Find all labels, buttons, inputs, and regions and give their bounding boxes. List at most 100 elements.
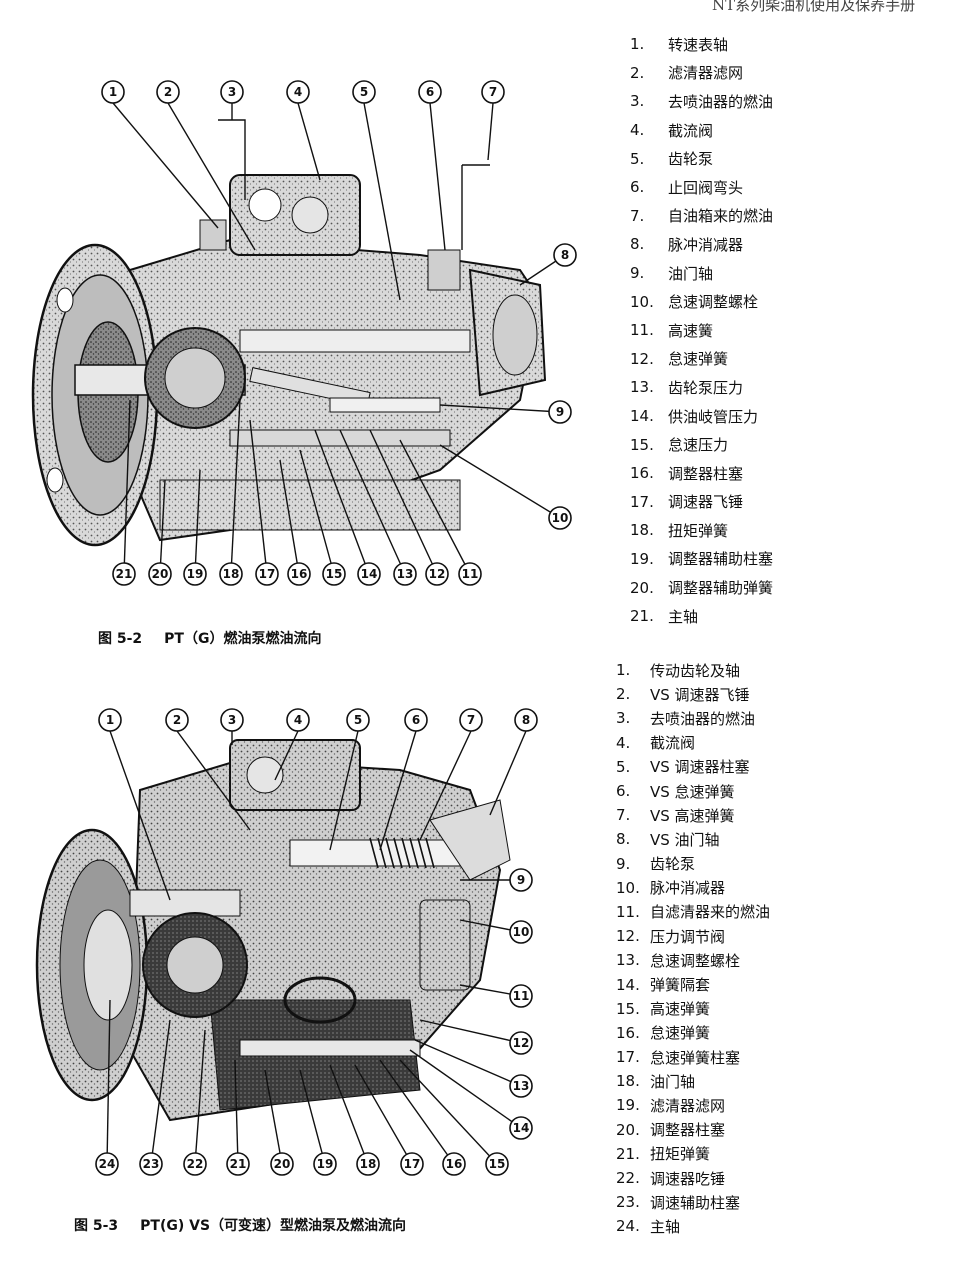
callout-19: 19 (313, 1152, 337, 1176)
svg-text:22: 22 (187, 1157, 204, 1171)
legend-item: 21.扭矩弹簧 (616, 1144, 711, 1164)
callout-3: 3 (220, 708, 244, 732)
svg-text:8: 8 (522, 713, 530, 727)
legend-item: 11.自滤清器来的燃油 (616, 902, 771, 922)
figure-5-3-illustration (0, 720, 620, 1170)
callout-19: 19 (183, 562, 207, 586)
legend-item: 6.VS 怠速弹簧 (616, 782, 735, 801)
callout-8: 8 (514, 708, 538, 732)
svg-text:13: 13 (397, 567, 414, 581)
svg-text:13: 13 (513, 1079, 530, 1093)
callout-2: 2 (156, 80, 180, 104)
callout-15: 15 (485, 1152, 509, 1176)
callout-18: 18 (219, 562, 243, 586)
callout-4: 4 (286, 708, 310, 732)
callout-5: 5 (352, 80, 376, 104)
callout-23: 23 (139, 1152, 163, 1176)
svg-text:2: 2 (173, 713, 181, 727)
legend-item: 17.调速器飞锤 (630, 492, 744, 512)
legend-item: 10.脉冲消减器 (616, 878, 726, 898)
legend-item: 6.止回阀弯头 (630, 178, 744, 197)
callout-11: 11 (509, 984, 533, 1008)
legend-item: 7.VS 高速弹簧 (616, 806, 735, 825)
callout-14: 14 (357, 562, 381, 586)
pt-g-fuel-pump-drawing (31, 119, 547, 547)
legend-item: 11.高速簧 (630, 321, 714, 340)
legend-item: 2.滤清器滤网 (630, 63, 744, 83)
callout-9: 9 (509, 868, 533, 892)
svg-text:21: 21 (230, 1157, 247, 1171)
svg-text:8: 8 (561, 248, 569, 262)
svg-text:4: 4 (294, 713, 302, 727)
figure-5-3-callouts: 1 2 3 4 5 6 7 8 9 10 11 12 13 14 15 16 1… (95, 708, 538, 1176)
legend-item: 15.高速弹簧 (616, 999, 711, 1019)
svg-text:7: 7 (489, 85, 497, 99)
legend-item: 12.怠速弹簧 (630, 349, 729, 369)
callout-1: 1 (101, 80, 125, 104)
svg-text:3: 3 (228, 85, 236, 99)
legend-item: 13.齿轮泵压力 (630, 378, 744, 397)
legend-item: 17.怠速弹簧柱塞 (616, 1048, 741, 1067)
svg-text:19: 19 (317, 1157, 334, 1171)
callout-24: 24 (95, 1152, 119, 1176)
callout-6: 6 (418, 80, 442, 104)
legend-item: 8.脉冲消减器 (630, 235, 744, 254)
callout-11: 11 (458, 562, 482, 586)
legend-item: 5.齿轮泵 (630, 149, 714, 169)
svg-text:7: 7 (467, 713, 475, 727)
legend-item: 9.油门轴 (630, 264, 714, 283)
callout-21: 21 (226, 1152, 250, 1176)
pt-g-vs-fuel-pump-drawing (35, 739, 511, 1122)
callout-13: 13 (509, 1074, 533, 1098)
callout-8: 8 (553, 243, 577, 267)
callout-10: 10 (548, 506, 572, 530)
callout-3: 3 (220, 80, 244, 104)
legend-item: 9.齿轮泵 (616, 854, 696, 874)
legend-item: 23.调速辅助柱塞 (616, 1193, 741, 1212)
callout-12: 12 (425, 562, 449, 586)
svg-text:23: 23 (143, 1157, 160, 1171)
legend-item: 10.怠速调整螺栓 (630, 292, 759, 312)
page-header: NT系列柴油机使用及保养手册 (712, 0, 916, 14)
legend-item: 24.主轴 (616, 1217, 681, 1236)
svg-text:19: 19 (187, 567, 204, 581)
svg-text:21: 21 (116, 567, 133, 581)
figure-5-2-legend: 1.转速表轴 2.滤清器滤网 3.去喷油器的燃油 4.截流阀 5.齿轮泵 6.止… (630, 30, 773, 630)
legend-item: 16.怠速弹簧 (616, 1023, 711, 1043)
svg-text:16: 16 (291, 567, 308, 581)
svg-text:2: 2 (164, 85, 172, 99)
legend-item: 20.调整器辅助弹簧 (630, 578, 774, 598)
svg-text:20: 20 (274, 1157, 291, 1171)
callout-13: 13 (393, 562, 417, 586)
callout-16: 16 (442, 1152, 466, 1176)
figure-5-3-caption-text: PT(G) VS（可变速）型燃油泵及燃油流向 (140, 1218, 407, 1234)
callout-7: 7 (481, 80, 505, 104)
callout-2: 2 (165, 708, 189, 732)
svg-text:17: 17 (404, 1157, 421, 1171)
legend-item: 4.截流阀 (630, 121, 714, 140)
svg-text:15: 15 (489, 1157, 506, 1171)
svg-text:20: 20 (152, 567, 169, 581)
legend-item: 15.怠速压力 (630, 435, 729, 455)
figure-5-3-caption-number: 图 5-3 (74, 1218, 119, 1234)
svg-text:11: 11 (462, 567, 479, 581)
callout-20: 20 (148, 562, 172, 586)
callout-17: 17 (255, 562, 279, 586)
legend-item: 14.供油岐管压力 (630, 407, 759, 426)
legend-item: 21.主轴 (630, 607, 699, 626)
svg-text:11: 11 (513, 989, 530, 1003)
legend-item: 4.截流阀 (616, 733, 696, 753)
callout-6: 6 (404, 708, 428, 732)
callout-7: 7 (459, 708, 483, 732)
callout-22: 22 (183, 1152, 207, 1176)
svg-text:9: 9 (517, 873, 525, 887)
callout-15: 15 (322, 562, 346, 586)
callout-17: 17 (400, 1152, 424, 1176)
figure-5-2-caption-number: 图 5-2 (98, 631, 143, 647)
svg-text:3: 3 (228, 713, 236, 727)
svg-text:16: 16 (446, 1157, 463, 1171)
svg-text:1: 1 (106, 713, 114, 727)
callout-5: 5 (346, 708, 370, 732)
figure-5-2-illustration (0, 60, 620, 600)
svg-text:1: 1 (109, 85, 117, 99)
